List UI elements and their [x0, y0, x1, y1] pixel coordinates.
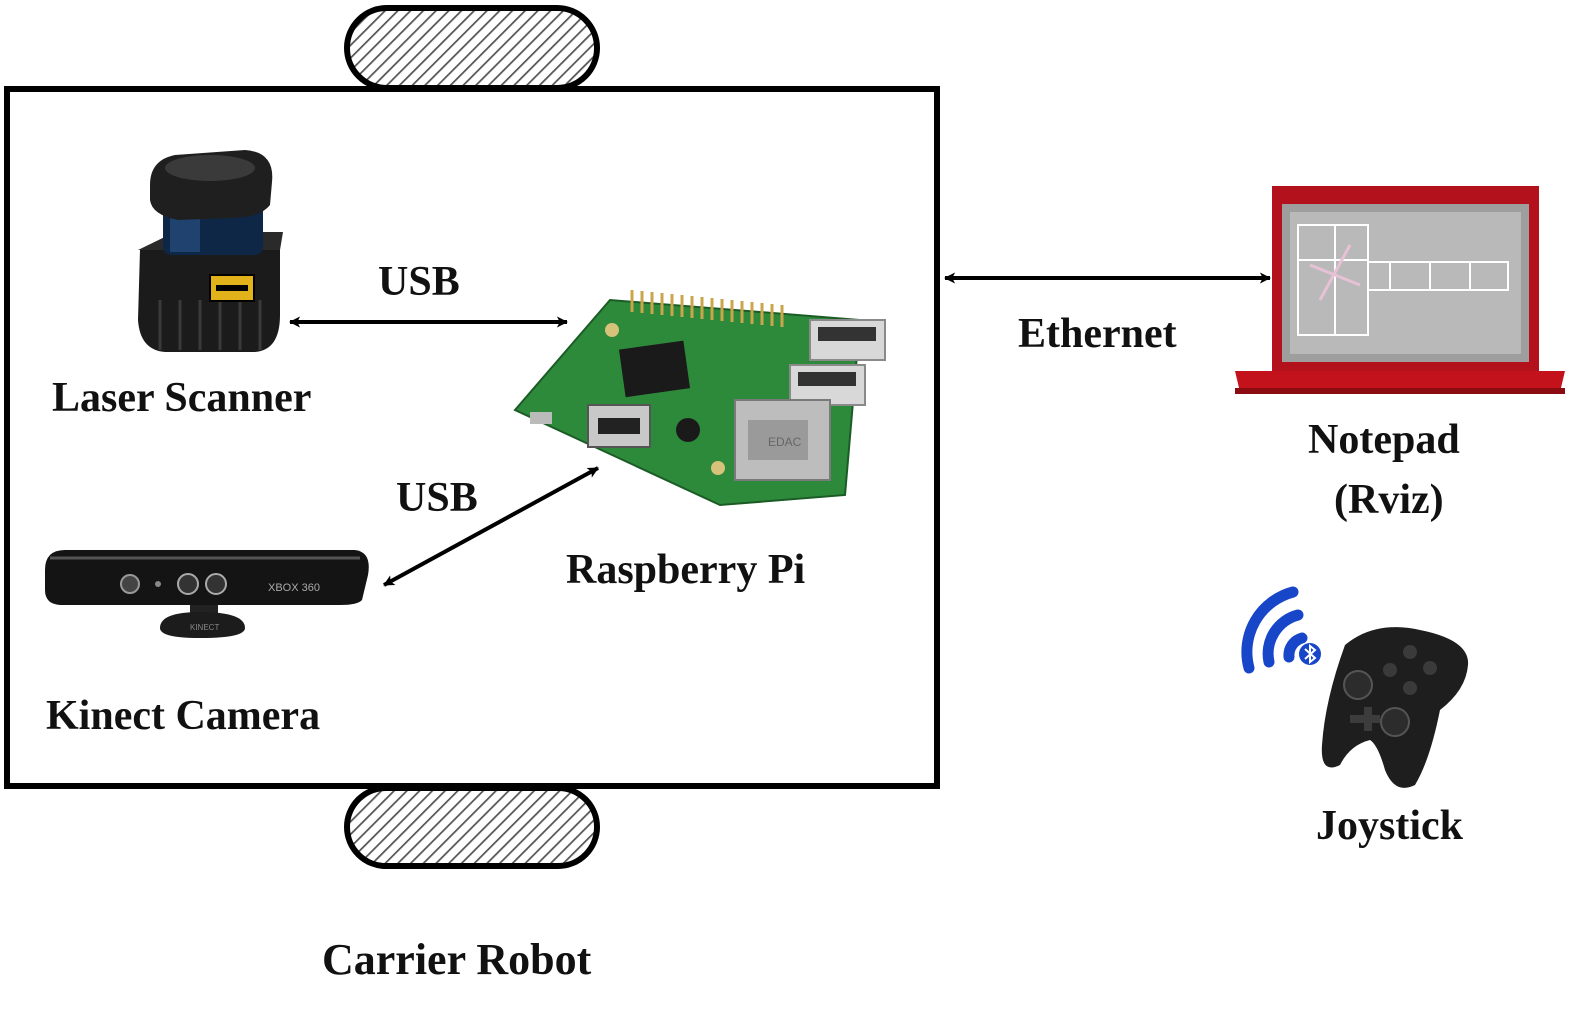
notepad-label: Notepad [1308, 417, 1460, 463]
joystick-label: Joystick [1316, 803, 1463, 849]
kinect-brand-text: XBOX 360 [268, 582, 320, 594]
wifi-icon [1241, 586, 1308, 674]
kinect-base-text: KINECT [190, 623, 219, 632]
bluetooth-icon [1299, 643, 1321, 665]
joystick-icon [1321, 627, 1469, 788]
usb-label-top: USB [378, 259, 460, 305]
raspberry-pi-label: Raspberry Pi [566, 547, 806, 593]
raspberry-pi-icon: EDAC [513, 290, 886, 507]
carrier-robot-label: Carrier Robot [322, 935, 592, 984]
bottom-wheel-icon [344, 785, 600, 869]
laser-scanner-icon [138, 150, 283, 352]
kinect-camera-icon: XBOX 360 KINECT [45, 550, 369, 638]
usb-kinect-arrow [383, 466, 599, 587]
top-wheel-icon [344, 5, 600, 91]
laser-scanner-label: Laser Scanner [52, 375, 312, 421]
ethernet-label: Ethernet [1018, 311, 1177, 357]
laptop-icon [1235, 186, 1565, 394]
pi-port-text: EDAC [768, 435, 802, 449]
rviz-label: (Rviz) [1334, 477, 1444, 523]
usb-label-bottom: USB [396, 475, 478, 521]
kinect-camera-label: Kinect Camera [46, 693, 321, 739]
